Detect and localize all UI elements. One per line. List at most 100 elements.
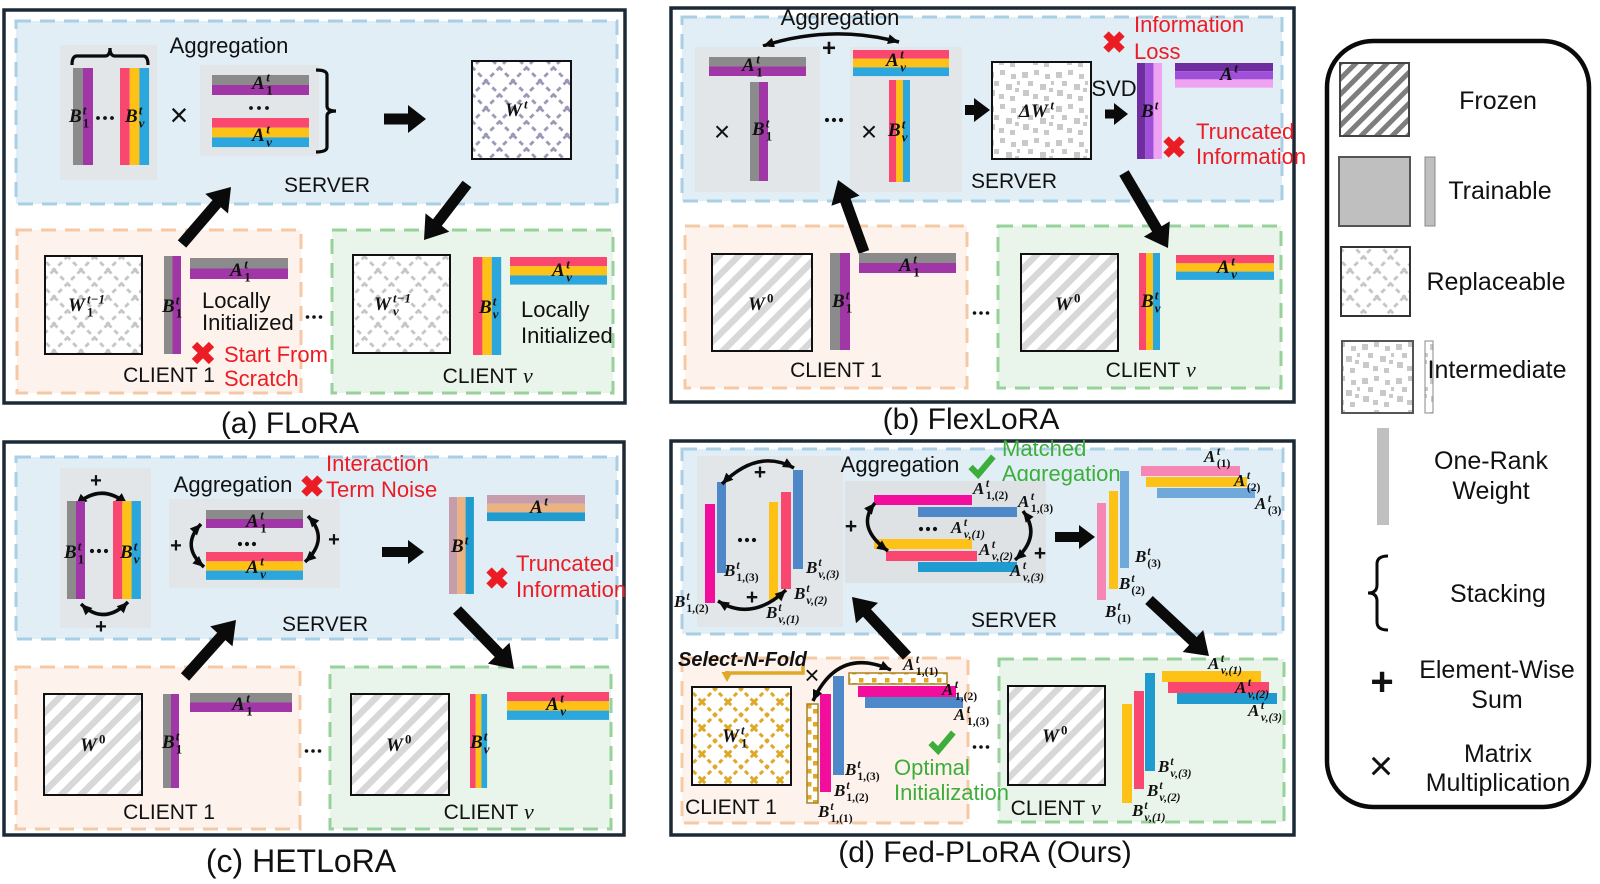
svg-text:t: t [741, 723, 745, 737]
svg-text:t−1: t−1 [393, 291, 411, 305]
svg-text:B: B [673, 592, 685, 611]
svg-text:t: t [1231, 254, 1235, 268]
svg-text:×: × [1369, 742, 1394, 789]
svg-text:1: 1 [246, 705, 252, 719]
svg-text:SERVER: SERVER [284, 174, 370, 197]
svg-text:t: t [266, 70, 270, 84]
svg-text:A: A [972, 479, 984, 498]
svg-text:A: A [1216, 257, 1230, 278]
svg-text:B: B [805, 558, 817, 577]
svg-text:t: t [806, 582, 810, 595]
svg-text:v: v [900, 61, 906, 75]
svg-text:1: 1 [176, 743, 182, 757]
svg-text:1: 1 [913, 266, 919, 280]
svg-text:t: t [1221, 652, 1225, 665]
svg-text:t: t [260, 554, 264, 568]
svg-text:+: + [328, 529, 340, 551]
svg-text:t: t [1261, 699, 1265, 712]
svg-text:v: v [566, 271, 572, 285]
svg-text:1,(2): 1,(2) [846, 791, 868, 804]
svg-text:v: v [1186, 357, 1196, 382]
svg-text:Frozen: Frozen [1459, 87, 1537, 115]
svg-text:1: 1 [78, 553, 84, 567]
svg-text:A: A [1233, 471, 1245, 490]
svg-text:B: B [469, 732, 483, 753]
svg-text:t: t [900, 47, 904, 61]
svg-text:1,(3): 1,(3) [857, 770, 879, 783]
svg-text:t: t [246, 691, 250, 705]
svg-text:1,(2): 1,(2) [986, 489, 1008, 502]
svg-text:v: v [134, 553, 140, 567]
svg-text:Trainable: Trainable [1448, 177, 1551, 205]
svg-text:t: t [778, 601, 782, 614]
svg-text:t: t [78, 539, 82, 553]
svg-text:t: t [560, 691, 564, 705]
svg-text:+: + [170, 535, 182, 557]
svg-text:A: A [245, 511, 259, 532]
svg-text:B: B [793, 584, 805, 603]
svg-text:CLIENT: CLIENT [1011, 797, 1086, 820]
svg-text:t: t [967, 703, 971, 716]
svg-text:1: 1 [266, 84, 272, 98]
svg-text:t: t [1247, 469, 1251, 482]
svg-text:t: t [83, 103, 87, 117]
svg-text:v: v [902, 131, 908, 145]
svg-text:v,(3): v,(3) [1261, 711, 1282, 724]
svg-text:Select-N-Fold: Select-N-Fold [678, 649, 808, 671]
svg-text:t: t [566, 257, 570, 271]
svg-text:v,(2): v,(2) [1159, 791, 1180, 804]
svg-text:t: t [1170, 755, 1174, 768]
svg-text:CLIENT 1: CLIENT 1 [790, 359, 882, 382]
svg-text:0: 0 [767, 291, 773, 305]
svg-text:ΔW: ΔW [1018, 101, 1049, 122]
svg-text:t: t [1131, 572, 1135, 585]
svg-text:(d) Fed-PLoRA (Ours): (d) Fed-PLoRA (Ours) [838, 836, 1131, 869]
svg-text:t: t [266, 122, 270, 136]
svg-text:×: × [714, 116, 730, 147]
svg-text:v: v [524, 799, 534, 824]
svg-text:t: t [756, 52, 760, 66]
svg-text:A: A [231, 694, 245, 715]
svg-text:v,(2): v,(2) [992, 550, 1013, 563]
svg-text:t: t [846, 779, 850, 792]
svg-text:Sum: Sum [1471, 686, 1522, 714]
svg-text:t−1: t−1 [87, 292, 105, 306]
svg-text:1: 1 [83, 117, 89, 131]
svg-text:W: W [68, 295, 86, 316]
svg-text:A: A [529, 497, 543, 518]
svg-text:B: B [1146, 781, 1158, 800]
svg-text:B: B [723, 561, 735, 580]
svg-text:1: 1 [176, 307, 182, 321]
svg-text:0: 0 [1074, 291, 1080, 305]
svg-text:t: t [857, 758, 861, 771]
svg-text:1,(2): 1,(2) [955, 690, 977, 703]
svg-text:t: t [134, 539, 138, 553]
svg-text:A: A [885, 50, 899, 71]
svg-text:+: + [845, 515, 857, 538]
svg-text:0: 0 [1061, 723, 1067, 737]
svg-text:t: t [830, 800, 834, 813]
svg-text:W: W [80, 735, 98, 756]
svg-text:t: t [986, 477, 990, 490]
svg-text:A: A [1203, 447, 1215, 466]
svg-text:SVD: SVD [1091, 76, 1136, 101]
svg-text:1,(2): 1,(2) [686, 602, 708, 615]
svg-text:W: W [722, 726, 740, 747]
svg-text:A: A [741, 55, 755, 76]
svg-text:1: 1 [846, 302, 852, 316]
svg-text:(a) FLoRA: (a) FLoRA [221, 407, 359, 440]
svg-text:t: t [176, 293, 180, 307]
svg-text:v,(1): v,(1) [1144, 811, 1165, 824]
svg-text:v,(2): v,(2) [806, 594, 827, 607]
svg-text:A: A [1219, 64, 1233, 85]
svg-text:Start From: Start From [224, 342, 328, 367]
svg-text:t: t [1268, 492, 1272, 505]
svg-text:1,(1): 1,(1) [830, 812, 852, 825]
svg-text:Aggregation: Aggregation [781, 5, 900, 30]
svg-text:CLIENT: CLIENT [1106, 359, 1181, 382]
svg-text:Locally: Locally [521, 297, 589, 322]
svg-text:t: t [260, 508, 264, 522]
svg-text:v,(1): v,(1) [964, 528, 985, 541]
svg-text:(3): (3) [1268, 504, 1282, 517]
svg-text:B: B [1104, 602, 1116, 621]
